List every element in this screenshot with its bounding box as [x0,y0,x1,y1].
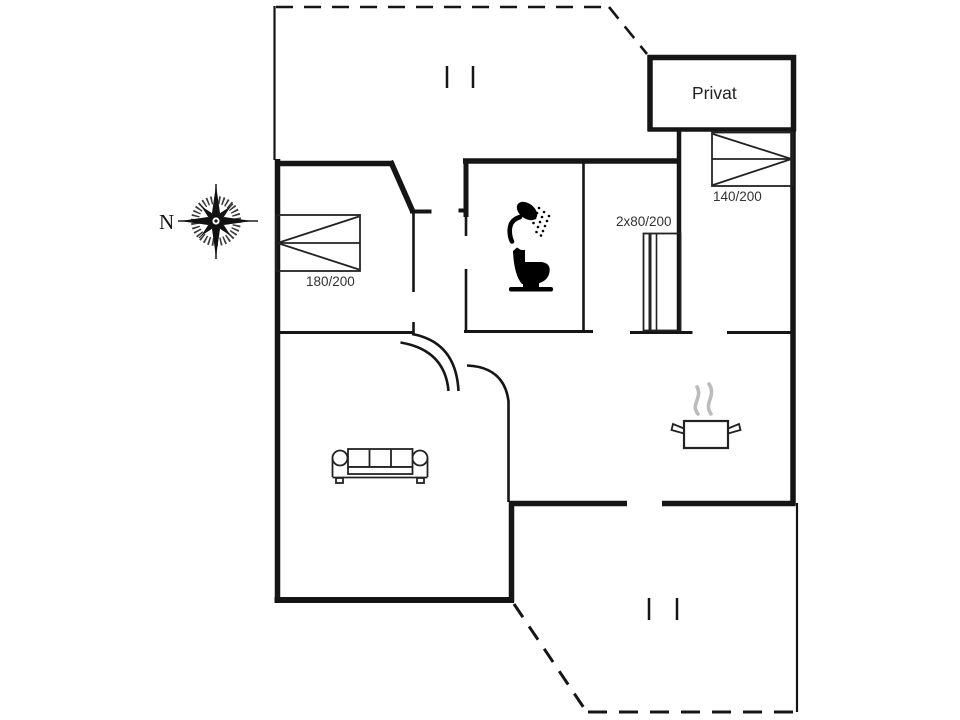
shower-icon [507,201,551,244]
shower-spray-dots [532,206,551,237]
exterior-walls [274,128,796,603]
sofa-icon [331,448,429,484]
bunk-bed-size-label: 2x80/200 [616,214,672,229]
bunk-bed-icon [642,232,682,332]
private-room-label: Privat [692,83,737,103]
toilet-icon [509,247,553,292]
interior-walls [275,128,794,334]
compass-north-label: N [159,210,174,234]
private-room: Privat [647,54,797,132]
steam-wisp [693,385,701,416]
compass-rose-icon [178,184,258,259]
passage-ticks [445,66,679,620]
double-bed-icon [275,214,361,272]
bed-right-size-label: 140/200 [713,189,762,204]
double-bed-right-icon [711,131,794,187]
steam-wisp [706,382,714,416]
private-room-walls [647,54,797,132]
curved-entry-walls [400,332,510,502]
cooking-pot-steam-icon [670,382,742,450]
terrace-outline [273,5,799,714]
double-bed-size-label: 180/200 [306,274,355,289]
